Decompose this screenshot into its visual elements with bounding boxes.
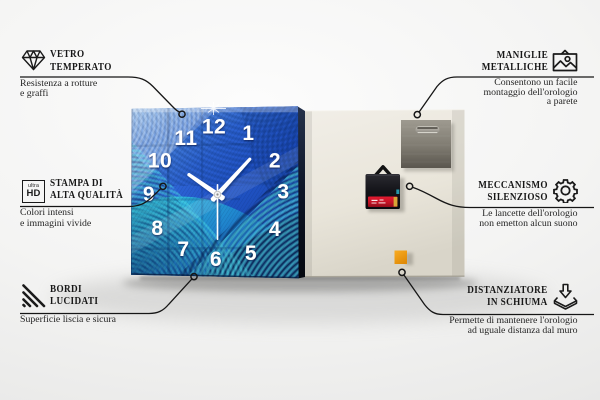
foam-spacer (394, 250, 413, 265)
numeral-11: 11 (174, 127, 197, 150)
line-distanziatore (403, 274, 594, 316)
sparkle-highlight (201, 102, 226, 115)
line-stampa (20, 188, 162, 208)
product-shadow (52, 270, 548, 324)
numeral-7: 7 (177, 238, 189, 261)
marker-dot-meccanismo (405, 182, 414, 191)
marker-dot-maniglie (413, 110, 422, 119)
hanger-plate (401, 120, 454, 172)
minute-hand (210, 157, 252, 202)
marker-dot-stampa (159, 182, 167, 191)
line-vetro (20, 76, 180, 113)
marker-dot-distanziatore (398, 268, 406, 277)
numeral-8: 8 (151, 217, 163, 240)
numeral-3: 3 (277, 181, 289, 204)
marker-dot-bordi (190, 272, 198, 281)
mechanism-hook (372, 165, 393, 179)
numeral-6: 6 (210, 248, 222, 271)
numeral-5: 5 (245, 242, 257, 265)
line-meccanismo (412, 186, 594, 209)
numeral-9: 9 (143, 183, 155, 206)
numeral-4: 4 (269, 218, 281, 241)
line-bordi (20, 278, 193, 315)
line-maniglie (418, 76, 594, 113)
clock-hands (187, 157, 252, 240)
battery (368, 196, 398, 207)
clock-numerals: 12 1 2 3 4 5 6 7 8 9 10 11 (143, 116, 289, 272)
panel-side-edge (297, 106, 305, 279)
numeral-1: 1 (242, 122, 254, 145)
callout-lines (20, 76, 594, 316)
clock-mechanism (365, 165, 405, 212)
numeral-2: 2 (269, 150, 281, 173)
front-panel: 12 1 2 3 4 5 6 7 8 9 10 11 (131, 102, 299, 279)
numeral-10: 10 (148, 150, 172, 173)
marker-dot-vetro (178, 110, 186, 119)
numeral-12: 12 (202, 116, 226, 139)
